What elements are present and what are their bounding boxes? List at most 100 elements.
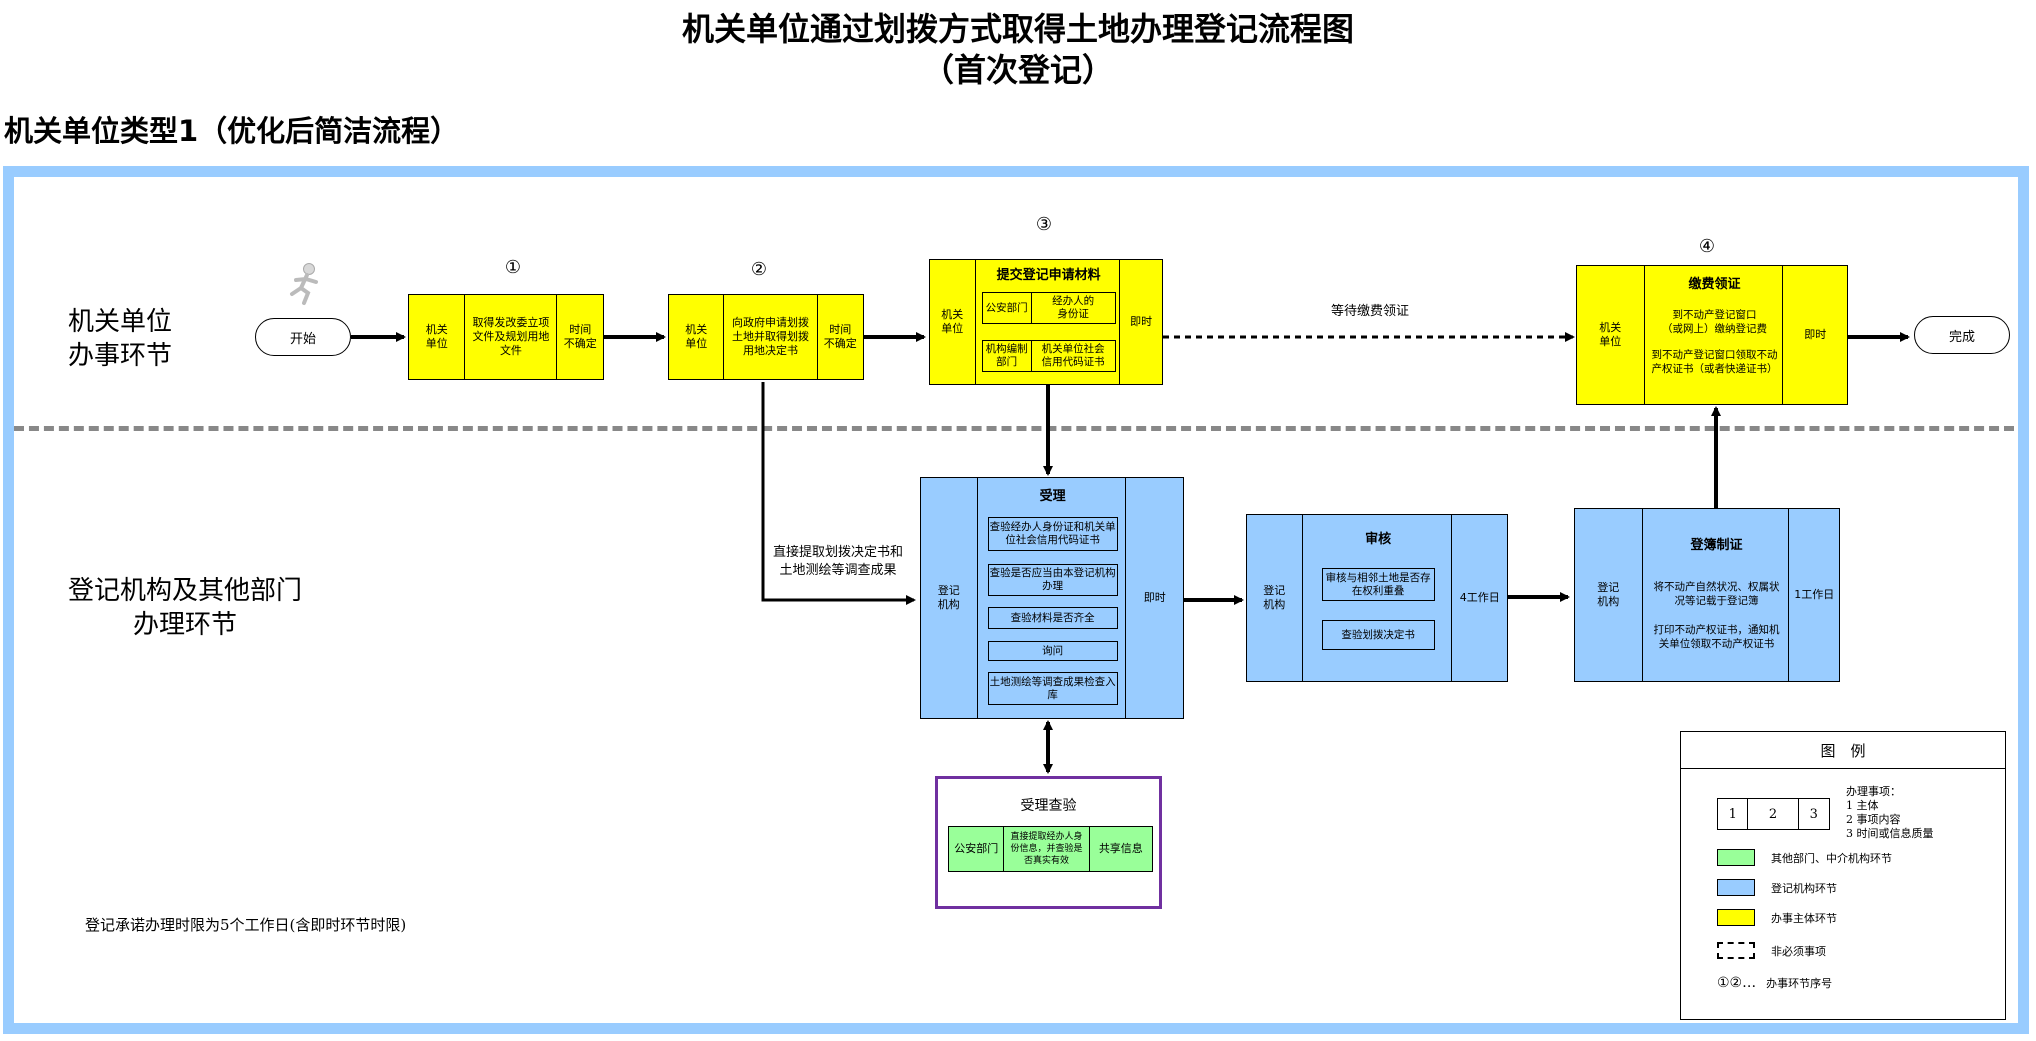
legend-desc-0: 办理事项： — [1846, 785, 1901, 798]
step3-row1-dept: 公安部门 — [981, 292, 1032, 324]
legend-row-optional: 非必须事项 — [1717, 942, 1826, 959]
register-subject: 登记 机构 — [1575, 509, 1643, 681]
diagram-title-line1: 机关单位通过划拨方式取得土地办理登记流程图 — [681, 10, 1354, 48]
verify-row: 公安部门 直接提取经办人身份信息，并查验是否真实有效 共享信息 — [948, 826, 1153, 872]
accept-box: 登记 机构 受理 查验经办人身份证和机关单位社会信用代码证书 查验是否应当由本登… — [920, 477, 1184, 719]
step4-item1: 到不动产登记窗口 （或网上）缴纳登记费 — [1662, 309, 1767, 335]
arrow-step2-to-accept — [761, 382, 916, 605]
verify-box: 受理查验 公安部门 直接提取经办人身份信息，并查验是否真实有效 共享信息 — [935, 776, 1162, 909]
legend-desc-2: 2 事项内容 — [1846, 813, 1901, 826]
review-box: 登记 机构 审核 审核与相邻土地是否存在权利重叠 查验划拨决定书 4工作日 — [1246, 514, 1508, 682]
accept-content: 受理 查验经办人身份证和机关单位社会信用代码证书 查验是否应当由本登记机构办理 … — [978, 478, 1127, 718]
step2-time: 时间 不确定 — [823, 323, 857, 350]
time-limit-note: 登记承诺办理时限为5个工作日(含即时环节时限) — [85, 916, 407, 934]
lane-top-line2: 办事环节 — [67, 341, 172, 371]
verify-subject: 公安部门 — [949, 827, 1005, 871]
accept-title: 受理 — [1039, 489, 1066, 504]
register-content: 登簿制证 将不动产自然状况、权属状况等记载于登记簿 打印不动产权证书，通知机关单… — [1643, 509, 1790, 681]
verify-content: 直接提取经办人身份信息，并查验是否真实有效 — [1004, 827, 1090, 871]
review-time: 4工作日 — [1459, 591, 1500, 604]
lane-bottom-line1: 登记机构及其他部门 — [67, 576, 302, 606]
register-time: 1工作日 — [1794, 588, 1835, 601]
step4-title: 缴费领证 — [1688, 277, 1741, 292]
step1-subject: 机关 单位 — [409, 295, 466, 379]
register-box: 登记 机构 登簿制证 将不动产自然状况、权属状况等记载于登记簿 打印不动产权证书… — [1574, 508, 1840, 682]
direct-label-line1: 直接提取划拨决定书和 — [772, 545, 903, 560]
step4-item2: 到不动产登记窗口领取不动产权证书（或者快递证书） — [1651, 349, 1778, 375]
legend-row-blue: 登记机构环节 — [1717, 879, 1837, 896]
lane-bottom-line2: 办理环节 — [132, 610, 237, 640]
review-content: 审核 审核与相邻土地是否存在权利重叠 查验划拨决定书 — [1303, 515, 1453, 681]
lane-label-top: 机关单位 办事环节 — [40, 305, 200, 373]
register-item1: 将不动产自然状况、权属状况等记载于登记簿 — [1653, 581, 1780, 607]
step-number-3: ③ — [1035, 214, 1053, 235]
diagram-title-line2: （首次登记） — [921, 51, 1114, 89]
legend-desc: 办理事项： 1 主体 2 事项内容 3 时间或信息质量 — [1846, 785, 1934, 841]
step1-content: 取得发改委立项文件及规划用地文件 — [465, 295, 558, 379]
legend-cell-2: 2 — [1748, 799, 1799, 829]
accept-subject: 登记 机构 — [921, 478, 978, 718]
step2-box: 机关 单位 向政府申请划拨土地并取得划拨用地决定书 时间 不确定 — [668, 294, 864, 380]
legend-swatch-green — [1717, 849, 1755, 866]
direct-label: 直接提取划拨决定书和 土地测绘等调查成果 — [768, 544, 908, 580]
step3-title: 提交登记申请材料 — [996, 268, 1101, 283]
step3-subject: 机关 单位 — [930, 260, 976, 384]
step3-row1-doc: 经办人的 身份证 — [1031, 292, 1116, 324]
accept-item1: 查验经办人身份证和机关单位社会信用代码证书 — [987, 517, 1118, 551]
accept-item4: 询问 — [987, 641, 1118, 661]
lane-top-line1: 机关单位 — [67, 307, 172, 337]
legend-seq-symbols: ①②… — [1717, 975, 1757, 991]
step4-box: 机关 单位 缴费领证 到不动产登记窗口 （或网上）缴纳登记费 到不动产登记窗口领… — [1576, 265, 1848, 405]
step3-row1: 公安部门 经办人的 身份证 — [981, 292, 1116, 324]
step3-row2-dept: 机构编制 部门 — [981, 340, 1032, 372]
legend-cell-3: 3 — [1809, 806, 1818, 822]
step3-box: 机关 单位 提交登记申请材料 公安部门 经办人的 身份证 机构编制 部门 机关单… — [929, 259, 1163, 385]
accept-item2: 查验是否应当由本登记机构办理 — [987, 564, 1118, 596]
legend-swatch-yellow — [1717, 909, 1755, 926]
verify-time: 共享信息 — [1098, 842, 1143, 855]
step3-content: 提交登记申请材料 公安部门 经办人的 身份证 机构编制 部门 机关单位社会 信用… — [976, 260, 1121, 384]
review-item1: 审核与相邻土地是否存在权利重叠 — [1321, 568, 1435, 601]
lane-label-bottom: 登记机构及其他部门 办理环节 — [50, 574, 320, 642]
step-number-2: ② — [750, 259, 768, 280]
legend-desc-1: 1 主体 — [1846, 799, 1879, 812]
swimlane-frame — [3, 166, 2029, 1034]
legend-swatch-blue — [1717, 879, 1755, 896]
end-node: 完成 — [1914, 316, 2010, 354]
register-item2: 打印不动产权证书，通知机关单位领取不动产权证书 — [1653, 624, 1780, 650]
accept-item5: 土地测绘等调查成果检查入库 — [987, 672, 1118, 705]
accept-item3: 查验材料是否齐全 — [987, 607, 1118, 629]
step-number-1: ① — [504, 257, 522, 278]
step4-content: 缴费领证 到不动产登记窗口 （或网上）缴纳登记费 到不动产登记窗口领取不动产权证… — [1645, 266, 1784, 404]
step4-subject: 机关 单位 — [1577, 266, 1645, 404]
legend-cell-1: 1 — [1718, 799, 1749, 829]
accept-time: 即时 — [1143, 591, 1166, 604]
legend-swatch-dashed — [1717, 942, 1755, 959]
legend-label-blue: 登记机构环节 — [1771, 881, 1837, 895]
running-person-icon — [290, 263, 318, 305]
legend-row-seq: ①②… 办事环节序号 — [1717, 975, 1832, 991]
verify-title: 受理查验 — [1020, 798, 1077, 814]
legend-label-seq: 办事环节序号 — [1766, 977, 1833, 990]
legend-desc-3: 3 时间或信息质量 — [1846, 827, 1934, 840]
review-subject: 登记 机构 — [1247, 515, 1303, 681]
direct-label-line2: 土地测绘等调查成果 — [779, 563, 897, 578]
step3-time: 即时 — [1130, 315, 1153, 328]
step1-box: 机关 单位 取得发改委立项文件及规划用地文件 时间 不确定 — [408, 294, 604, 380]
lane-divider — [14, 426, 2014, 431]
legend-row-yellow: 办事主体环节 — [1717, 909, 1837, 926]
legend-box: 图 例 1 2 3 办理事项： 1 主体 2 事项内容 3 时间或信息质量 其他… — [1680, 731, 2006, 1020]
legend-label-yellow: 办事主体环节 — [1771, 911, 1837, 925]
step2-content: 向政府申请划拨土地并取得划拨用地决定书 — [724, 295, 818, 379]
step3-row2: 机构编制 部门 机关单位社会 信用代码证书 — [981, 340, 1116, 372]
review-item2: 查验划拨决定书 — [1321, 620, 1435, 650]
legend-label-green: 其他部门、中介机构环节 — [1771, 851, 1892, 865]
review-title: 审核 — [1365, 532, 1392, 547]
legend-title: 图 例 — [1681, 732, 2005, 769]
step2-subject: 机关 单位 — [669, 295, 725, 379]
start-node: 开始 — [255, 318, 351, 356]
diagram-subtitle: 机关单位类型1（优化后简洁流程） — [4, 114, 460, 148]
step-number-4: ④ — [1698, 236, 1716, 257]
register-title: 登簿制证 — [1690, 538, 1743, 553]
